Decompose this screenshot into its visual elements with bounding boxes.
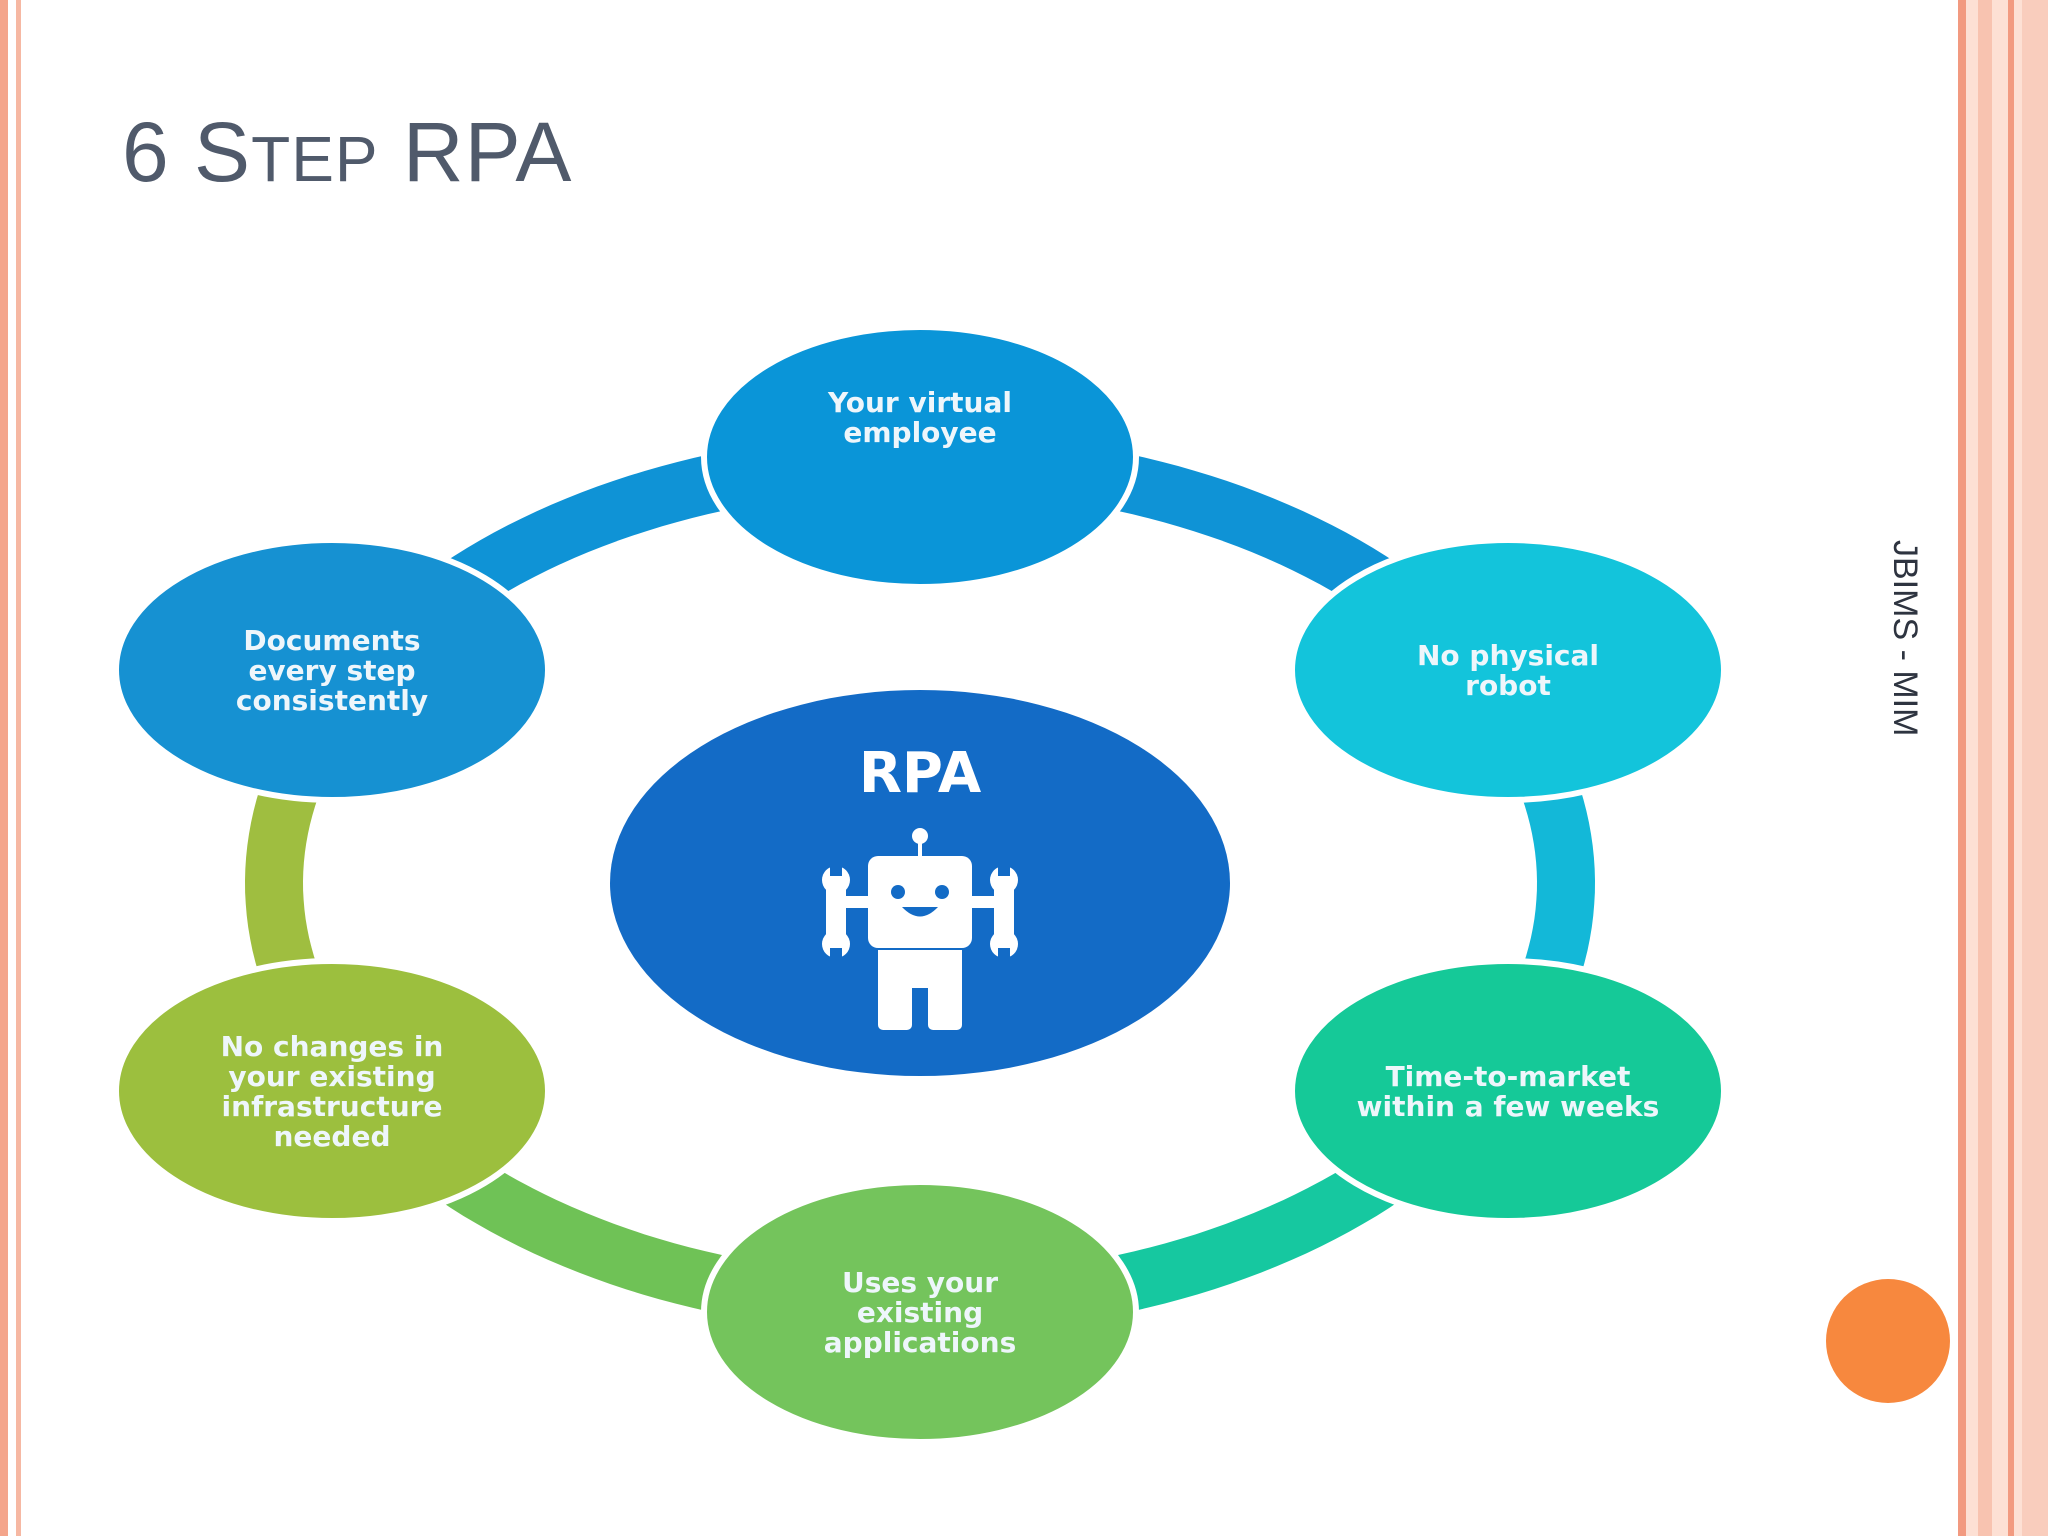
left-border-stripe xyxy=(0,0,8,1536)
cycle-node-label: infrastructure xyxy=(222,1090,443,1123)
cycle-node-circle xyxy=(701,1179,1139,1445)
center-node: RPA xyxy=(610,690,1230,1076)
right-border xyxy=(1958,0,2048,1536)
cycle-node-label: Time-to-market xyxy=(1386,1060,1631,1093)
cycle-node-label: applications xyxy=(824,1326,1017,1359)
orange-accent-dot xyxy=(1826,1279,1950,1403)
cycle-node-circle xyxy=(1289,958,1727,1224)
side-label: JBIMS - MIM xyxy=(1886,540,1924,737)
slide-title: 6 STEP RPA xyxy=(122,105,573,199)
cycle-node-label: within a few weeks xyxy=(1357,1090,1660,1123)
robot-icon xyxy=(822,828,1018,1030)
cycle-node-label: Your virtual xyxy=(827,386,1012,419)
cycle-node-label: No physical xyxy=(1417,639,1599,672)
cycle-node-label: every step xyxy=(248,654,415,687)
cycle-node-circle xyxy=(701,324,1139,590)
cycle-node-circle xyxy=(1289,537,1727,803)
left-border-stripe-inner xyxy=(16,0,21,1536)
cycle-node-label: robot xyxy=(1465,669,1551,702)
cycle-node-label: your existing xyxy=(228,1060,435,1093)
cycle-node-label: existing xyxy=(857,1296,983,1329)
cycle-node-label: Documents xyxy=(243,624,420,657)
center-label: RPA xyxy=(859,741,982,806)
cycle-node-label: consistently xyxy=(236,684,428,717)
cycle-node-circle xyxy=(113,958,551,1224)
cycle-node-circle xyxy=(113,537,551,803)
cycle-node-label: employee xyxy=(843,416,996,449)
cycle-node-label: No changes in xyxy=(221,1030,444,1063)
cycle-node-label: Uses your xyxy=(842,1266,998,1299)
cycle-node-label: needed xyxy=(274,1120,391,1153)
